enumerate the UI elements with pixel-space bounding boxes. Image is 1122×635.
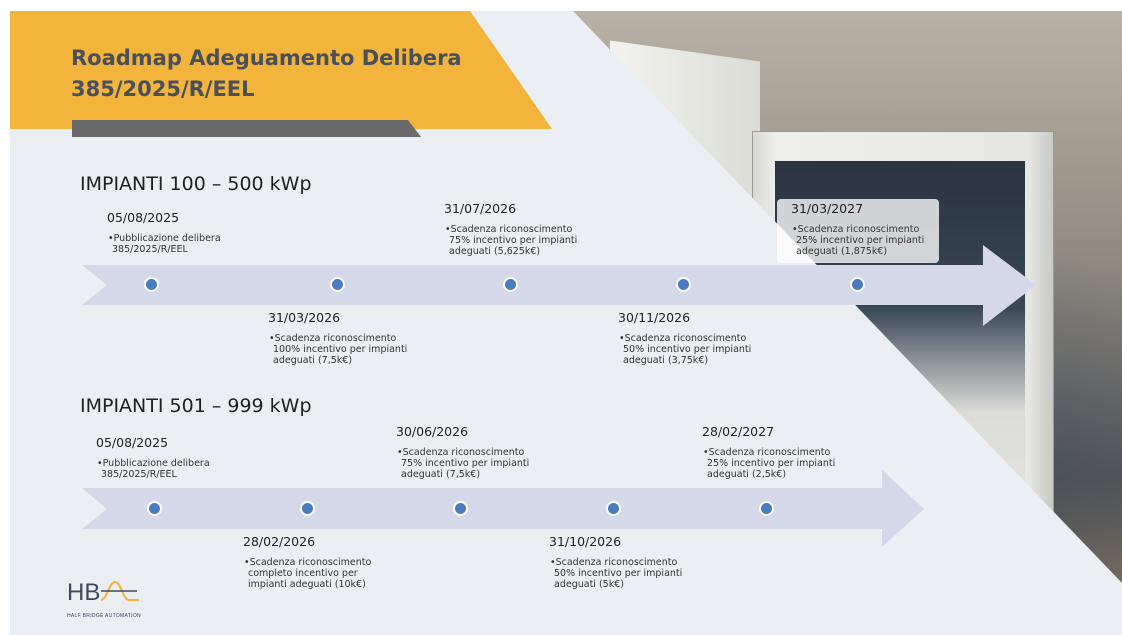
milestone-dot: [144, 277, 159, 292]
milestone-dot: [330, 277, 345, 292]
milestone-date: 28/02/2026: [243, 534, 316, 549]
milestone-1-3: 31/07/2026 Scadenza riconoscimento 75% i…: [444, 201, 594, 257]
milestone-date: 28/02/2027: [702, 424, 775, 439]
milestone-2-5: 28/02/2027 Scadenza riconoscimento 25% i…: [702, 424, 852, 480]
milestone-dot: [453, 501, 468, 516]
milestone-1-1: 05/08/2025 Pubblicazione delibera 385/20…: [107, 210, 257, 255]
milestone-dot: [300, 501, 315, 516]
milestone-text: Scadenza riconoscimento 25% incentivo pe…: [702, 447, 852, 480]
milestone-1-2: 31/03/2026 Scadenza riconoscimento 100% …: [268, 310, 418, 366]
milestone-text: Pubblicazione delibera 385/2025/R/EEL: [107, 233, 257, 255]
milestone-date: 31/07/2026: [444, 201, 517, 216]
milestone-text: Scadenza riconoscimento 50% incentivo pe…: [618, 333, 768, 366]
company-logo: HB HALF BRIDGE AUTOMATION: [67, 578, 147, 619]
milestone-date: 31/10/2026: [549, 534, 622, 549]
milestone-dot: [676, 277, 691, 292]
milestone-dot: [147, 501, 162, 516]
section-title-2: IMPIANTI 501 – 999 kWp: [80, 395, 312, 417]
milestone-2-4: 31/10/2026 Scadenza riconoscimento 50% i…: [549, 534, 699, 590]
timeline-arrow-2: [82, 470, 924, 547]
logo-mark-text: HB: [67, 579, 100, 606]
milestone-dot: [850, 277, 865, 292]
milestone-date: 05/08/2025: [96, 435, 169, 450]
milestone-dot: [759, 501, 774, 516]
section-title-1: IMPIANTI 100 – 500 kWp: [80, 173, 312, 195]
milestone-1-4: 30/11/2026 Scadenza riconoscimento 50% i…: [618, 310, 768, 366]
timeline-arrow-1: [82, 245, 1036, 326]
milestone-date: 30/11/2026: [618, 310, 691, 325]
milestone-text: Scadenza riconoscimento completo incenti…: [243, 557, 393, 590]
milestone-text: Pubblicazione delibera 385/2025/R/EEL: [96, 458, 246, 480]
milestone-text: Scadenza riconoscimento 100% incentivo p…: [268, 333, 418, 366]
milestone-date: 30/06/2026: [396, 424, 469, 439]
milestone-1-5: 31/03/2027 Scadenza riconoscimento 25% i…: [791, 201, 941, 257]
page-title: Roadmap Adeguamento Delibera 385/2025/R/…: [71, 46, 462, 101]
milestone-2-3: 30/06/2026 Scadenza riconoscimento 75% i…: [396, 424, 546, 480]
milestone-dot: [606, 501, 621, 516]
milestone-2-1: 05/08/2025 Pubblicazione delibera 385/20…: [96, 435, 246, 480]
title-band: [10, 11, 552, 137]
logo-mark-icon: HB: [67, 579, 139, 606]
timeline-arrows: [82, 245, 1036, 547]
milestone-text: Scadenza riconoscimento 25% incentivo pe…: [791, 224, 941, 257]
milestone-text: Scadenza riconoscimento 75% incentivo pe…: [444, 224, 594, 257]
logo-caption: HALF BRIDGE AUTOMATION: [67, 613, 141, 619]
milestone-date: 31/03/2027: [791, 201, 864, 216]
slide: Roadmap Adeguamento Delibera 385/2025/R/…: [10, 11, 1122, 635]
milestone-date: 05/08/2025: [107, 210, 180, 225]
milestone-2-2: 28/02/2026 Scadenza riconoscimento compl…: [243, 534, 393, 590]
milestone-text: Scadenza riconoscimento 50% incentivo pe…: [549, 557, 699, 590]
milestone-date: 31/03/2026: [268, 310, 341, 325]
milestone-dot: [503, 277, 518, 292]
milestone-text: Scadenza riconoscimento 75% incentivo pe…: [396, 447, 546, 480]
